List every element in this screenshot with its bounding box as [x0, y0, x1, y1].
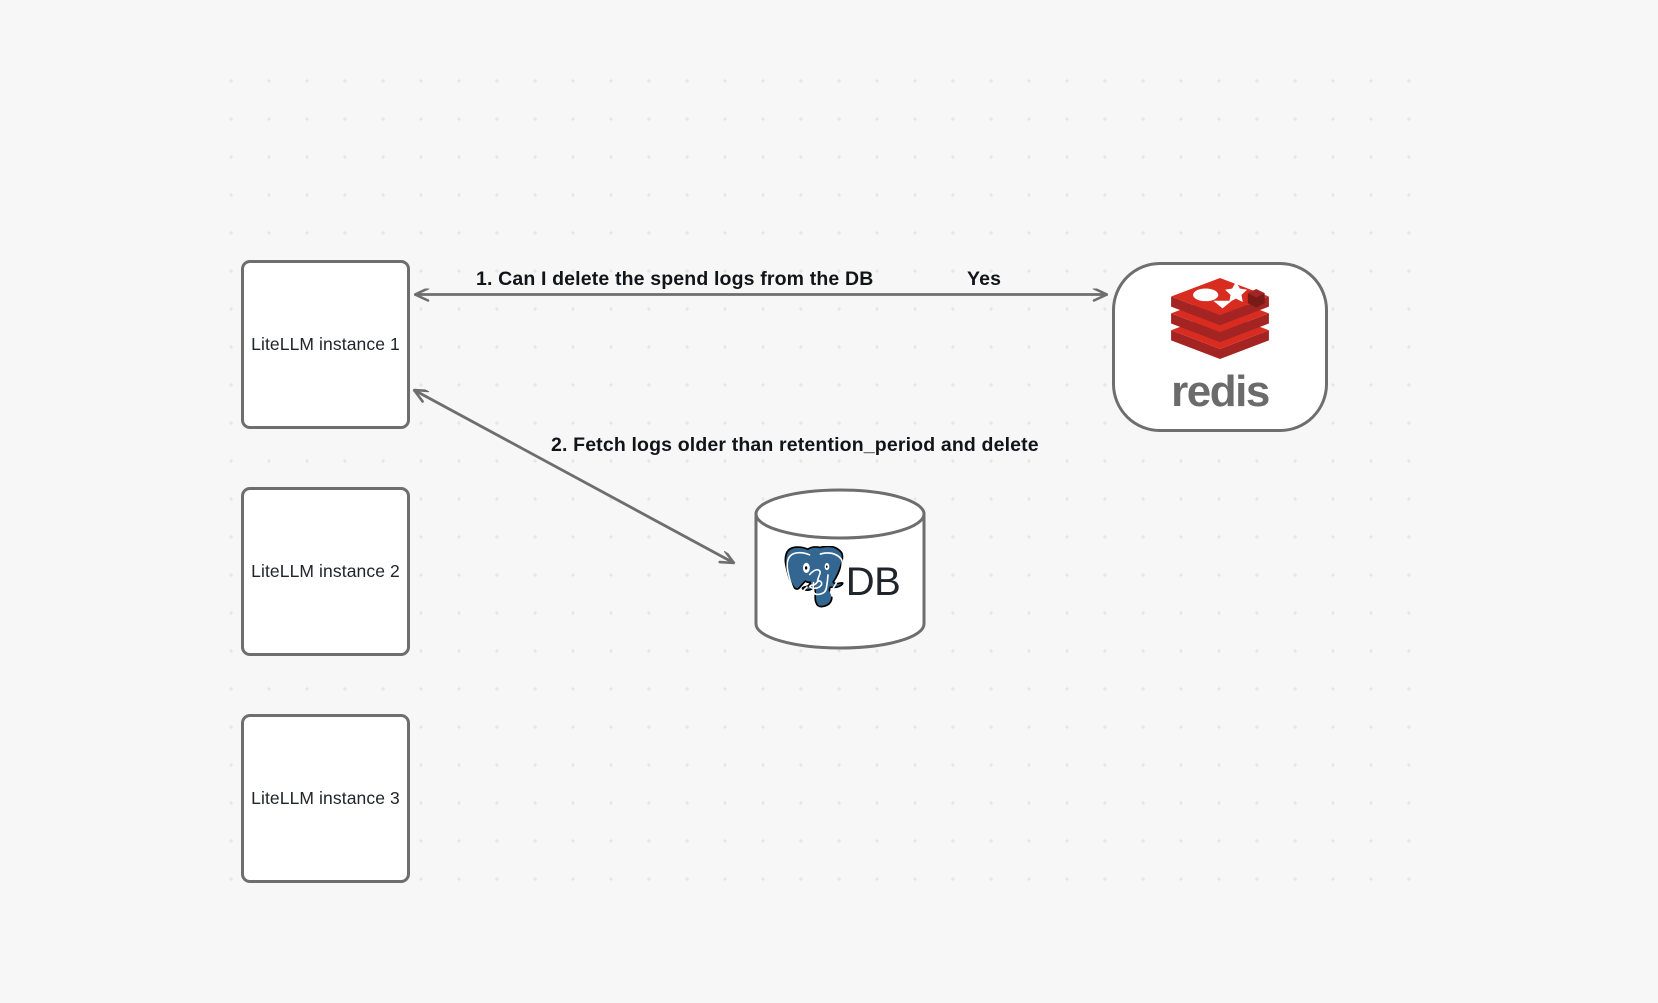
node-redis[interactable]: redis — [1112, 262, 1328, 432]
node-litellm-instance-2[interactable]: LiteLLM instance 2 — [241, 487, 410, 656]
redis-wordmark-label: redis — [1171, 366, 1270, 416]
node-database[interactable]: DB — [753, 488, 927, 650]
redis-logo-icon — [1166, 277, 1274, 369]
edge-llm1-db-line — [414, 390, 734, 563]
edge-label-step-2: 2. Fetch logs older than retention_perio… — [551, 434, 1039, 456]
node-litellm-instance-1-label: LiteLLM instance 1 — [251, 334, 400, 354]
edge-llm1-db[interactable] — [414, 390, 734, 563]
edge-label-step-1: 1. Can I delete the spend logs from the … — [476, 268, 874, 290]
database-label: DB — [845, 559, 901, 604]
postgresql-elephant-icon — [780, 543, 848, 619]
node-litellm-instance-1[interactable]: LiteLLM instance 1 — [241, 260, 410, 429]
node-litellm-instance-3-label: LiteLLM instance 3 — [251, 788, 400, 808]
node-litellm-instance-3[interactable]: LiteLLM instance 3 — [241, 714, 410, 883]
node-litellm-instance-2-label: LiteLLM instance 2 — [251, 561, 400, 581]
edge-label-yes: Yes — [967, 268, 1002, 290]
